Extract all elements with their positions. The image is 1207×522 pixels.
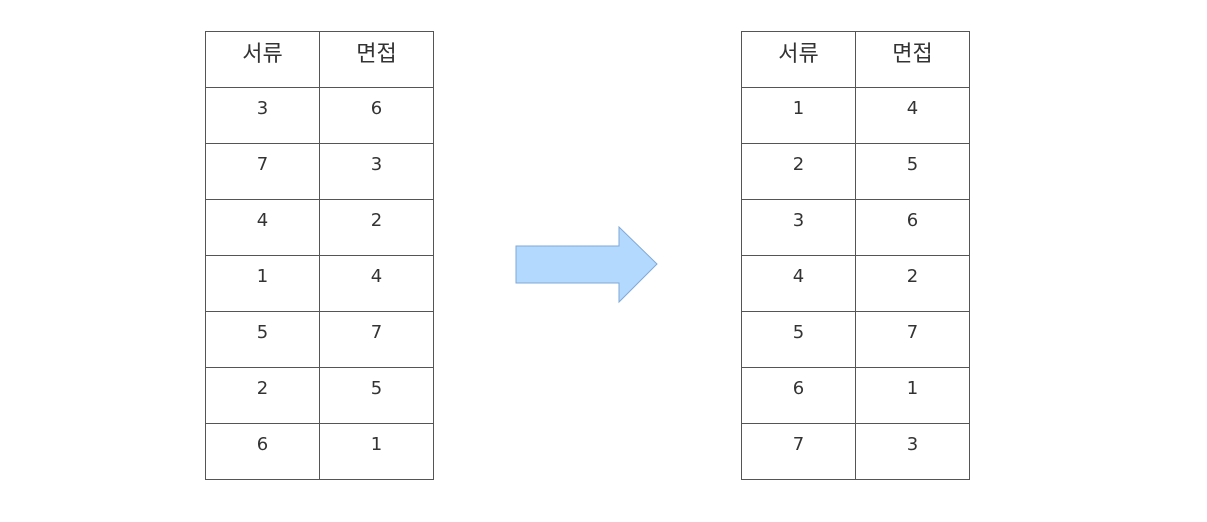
table-cell: 5 [205, 311, 320, 368]
table-row: 7 3 [205, 143, 434, 200]
table-header-row: 서류 면접 [205, 31, 434, 88]
table-cell: 1 [319, 423, 434, 480]
right-arrow-icon [515, 226, 658, 304]
table-cell: 1 [741, 87, 856, 144]
arrow-shape [515, 226, 658, 304]
table-row: 4 2 [741, 255, 970, 312]
table-row: 2 5 [741, 143, 970, 200]
table-row: 7 3 [741, 423, 970, 480]
table-row: 5 7 [741, 311, 970, 368]
table-row: 1 4 [741, 87, 970, 144]
table-cell: 2 [319, 199, 434, 256]
table-cell: 6 [319, 87, 434, 144]
table-row: 4 2 [205, 199, 434, 256]
column-header-document: 서류 [205, 31, 320, 88]
table-cell: 3 [205, 87, 320, 144]
table-cell: 4 [205, 199, 320, 256]
table-cell: 4 [319, 255, 434, 312]
table-cell: 1 [205, 255, 320, 312]
table-cell: 4 [855, 87, 970, 144]
table-cell: 3 [741, 199, 856, 256]
table-row: 3 6 [205, 87, 434, 144]
column-header-interview: 면접 [319, 31, 434, 88]
table-row: 5 7 [205, 311, 434, 368]
table-cell: 6 [855, 199, 970, 256]
table-cell: 7 [205, 143, 320, 200]
table-row: 6 1 [205, 423, 434, 480]
after-table: 서류 면접 1 4 2 5 3 6 4 2 5 7 6 1 7 3 [741, 31, 970, 480]
table-row: 2 5 [205, 367, 434, 424]
table-cell: 3 [855, 423, 970, 480]
table-header-row: 서류 면접 [741, 31, 970, 88]
table-cell: 4 [741, 255, 856, 312]
table-cell: 5 [741, 311, 856, 368]
table-cell: 3 [319, 143, 434, 200]
table-row: 6 1 [741, 367, 970, 424]
table-cell: 2 [205, 367, 320, 424]
table-cell: 5 [855, 143, 970, 200]
table-cell: 5 [319, 367, 434, 424]
table-cell: 6 [741, 367, 856, 424]
table-cell: 7 [741, 423, 856, 480]
table-cell: 7 [319, 311, 434, 368]
table-cell: 7 [855, 311, 970, 368]
table-cell: 1 [855, 367, 970, 424]
table-cell: 2 [855, 255, 970, 312]
table-row: 1 4 [205, 255, 434, 312]
column-header-interview: 면접 [855, 31, 970, 88]
table-row: 3 6 [741, 199, 970, 256]
table-cell: 6 [205, 423, 320, 480]
column-header-document: 서류 [741, 31, 856, 88]
table-cell: 2 [741, 143, 856, 200]
before-table: 서류 면접 3 6 7 3 4 2 1 4 5 7 2 5 6 1 [205, 31, 434, 480]
